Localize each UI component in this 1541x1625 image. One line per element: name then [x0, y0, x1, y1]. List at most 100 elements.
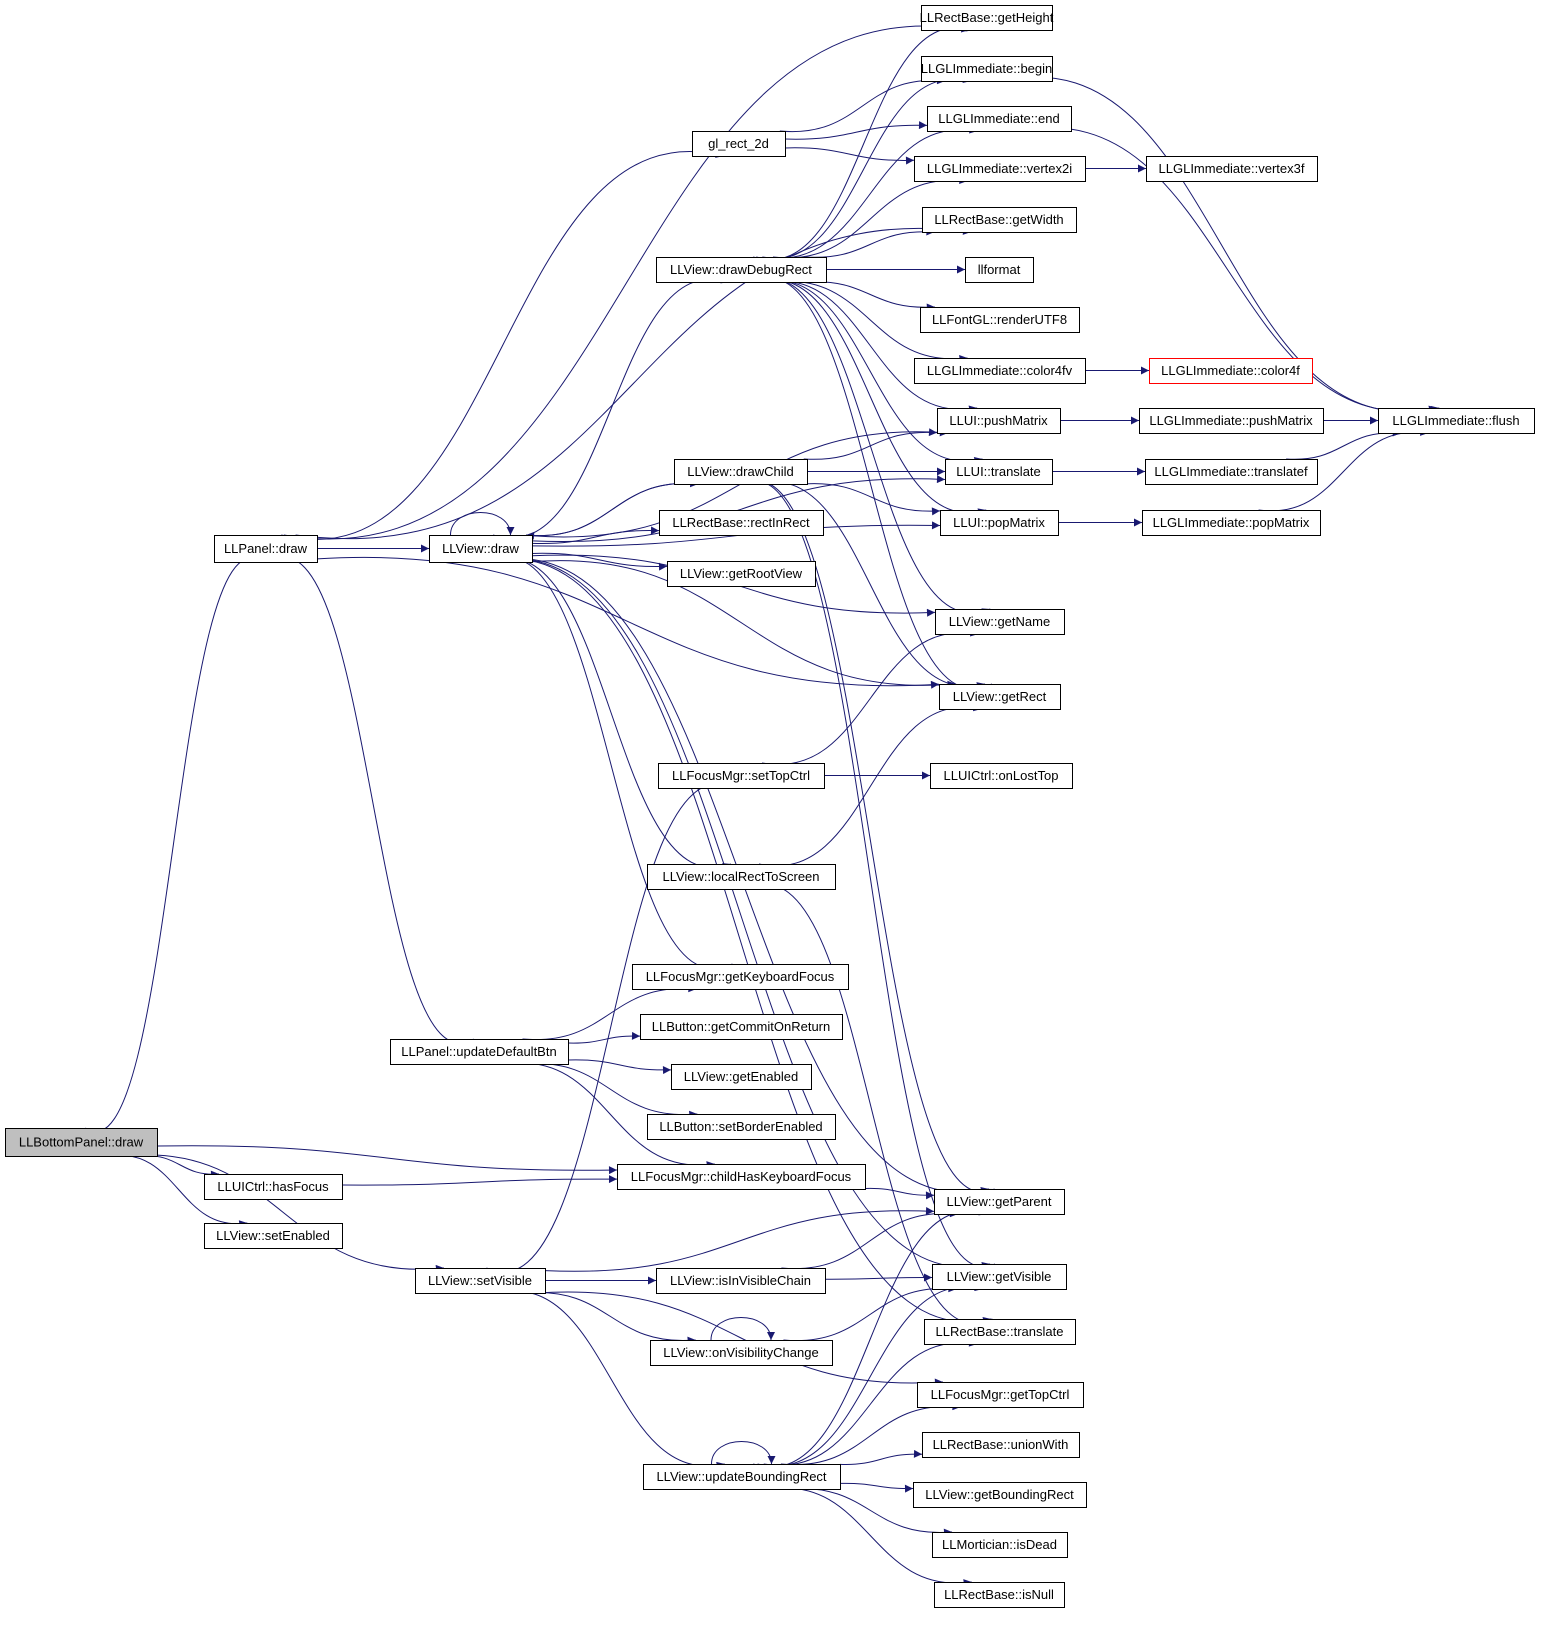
node-box [937, 408, 1061, 434]
node-view-drawchild[interactable]: LLView::drawChild [674, 459, 808, 485]
edge-view-drawchild-to-view-draw [526, 482, 699, 540]
node-view-localrecttoscreen[interactable]: LLView::localRectToScreen [647, 864, 836, 890]
node-box [214, 535, 318, 563]
node-box [922, 1432, 1080, 1458]
node-rect-unionwith[interactable]: LLRectBase::unionWith [922, 1432, 1080, 1458]
node-view-isinvisiblechain[interactable]: LLView::isInVisibleChain [656, 1268, 826, 1294]
node-ui-pushmatrix[interactable]: LLUI::pushMatrix [937, 408, 1061, 434]
node-uictrl-hasfocus[interactable]: LLUICtrl::hasFocus [204, 1174, 343, 1200]
node-box [914, 156, 1086, 182]
node-box [1378, 408, 1535, 434]
node-box [415, 1268, 546, 1294]
node-view-draw[interactable]: LLView::draw [429, 535, 533, 563]
node-view-getrect[interactable]: LLView::getRect [939, 684, 1061, 710]
node-label: LLFontGL::renderUTF8 [932, 312, 1067, 327]
node-focus-getkeyboardfocus[interactable]: LLFocusMgr::getKeyboardFocus [632, 964, 849, 990]
edge-view-draw-to-view-getrootview [531, 552, 668, 571]
node-uictrl-onlosttop[interactable]: LLUICtrl::onLostTop [930, 763, 1073, 789]
node-ui-translate[interactable]: LLUI::translate [945, 459, 1053, 485]
node-rect-isnull[interactable]: LLRectBase::isNull [934, 1582, 1065, 1608]
edge-view-isinvisiblechain-to-view-getparent [781, 1209, 959, 1270]
node-panel-draw[interactable]: LLPanel::draw [214, 535, 318, 563]
node-box [429, 535, 533, 563]
edge-view-drawdebugrect-to-ui-translate [756, 279, 983, 465]
node-box [204, 1174, 343, 1200]
node-view-getvisible[interactable]: LLView::getVisible [932, 1264, 1067, 1290]
node-focus-gettopctrl[interactable]: LLFocusMgr::getTopCtrl [917, 1382, 1084, 1408]
node-rect-translate[interactable]: LLRectBase::translate [924, 1319, 1076, 1345]
node-rect-getheight[interactable]: LLRectBase::getHeight [920, 5, 1054, 31]
node-box [934, 1582, 1065, 1608]
edge-view-draw-to-view-drawdebugrect [492, 275, 730, 539]
node-box [650, 1340, 833, 1366]
edge-view-drawdebugrect-to-ui-popmatrix [753, 278, 987, 517]
node-glimm-popmatrix[interactable]: LLGLImmediate::popMatrix [1142, 510, 1321, 536]
node-view-updateboundingrect[interactable]: LLView::updateBoundingRect [643, 1464, 841, 1490]
edge-uictrl-hasfocus-to-focus-childhaskeyboardfocus [341, 1175, 618, 1186]
node-layer: LLBottomPanel::draw LLPanel::drawLLUICtrl… [5, 5, 1535, 1608]
node-view-getname[interactable]: LLView::getName [935, 609, 1065, 635]
node-button-setborderenabled[interactable]: LLButton::setBorderEnabled [647, 1114, 836, 1140]
edge-panel-draw-to-rect-getheight [283, 24, 970, 540]
node-glimm-pushmatrix[interactable]: LLGLImmediate::pushMatrix [1139, 408, 1324, 434]
node-label: LLUI::pushMatrix [949, 413, 1048, 428]
edge-view-setvisible-to-focus-settopctrl [486, 780, 735, 1273]
edge-view-draw-to-focus-getkeyboardfocus [488, 557, 733, 972]
node-button-getcommitonreturn[interactable]: LLButton::getCommitOnReturn [640, 1014, 843, 1040]
node-glimm-vertex2i[interactable]: LLGLImmediate::vertex2i [914, 156, 1086, 182]
node-glimm-color4fv[interactable]: LLGLImmediate::color4fv [914, 358, 1086, 384]
node-box [930, 763, 1073, 789]
node-mortician-isdead[interactable]: LLMortician::isDead [932, 1532, 1068, 1558]
node-focus-settopctrl[interactable]: LLFocusMgr::setTopCtrl [658, 763, 825, 789]
node-view-drawdebugrect[interactable]: LLView::drawDebugRect [656, 257, 827, 283]
node-label: LLView::setVisible [428, 1273, 532, 1288]
node-box [204, 1223, 343, 1249]
edge-view-drawdebugrect-to-glimm-end [762, 125, 978, 260]
node-view-setvisible[interactable]: LLView::setVisible [415, 1268, 546, 1294]
node-label: LLView::drawChild [687, 464, 793, 479]
node-view-onvisibilitychange[interactable]: LLView::onVisibilityChange [650, 1340, 833, 1366]
node-glimm-color4f[interactable]: LLGLImmediate::color4f [1149, 358, 1313, 384]
node-glimm-translatef[interactable]: LLGLImmediate::translatef [1145, 459, 1318, 485]
node-view-getparent[interactable]: LLView::getParent [934, 1189, 1065, 1215]
node-box [643, 1464, 841, 1490]
node-view-getenabled[interactable]: LLView::getEnabled [671, 1064, 812, 1090]
node-box [1149, 358, 1313, 384]
node-view-setenabled[interactable]: LLView::setEnabled [204, 1223, 343, 1249]
node-box [939, 684, 1061, 710]
edge-panel-draw-to-gl-rect-2d [281, 150, 725, 540]
edge-view-draw-to-rect-rectinrect [531, 526, 660, 544]
node-ui-popmatrix[interactable]: LLUI::popMatrix [940, 510, 1059, 536]
edge-view-localrecttoscreen-to-rect-translate [747, 884, 993, 1327]
node-rect-rectinrect[interactable]: LLRectBase::rectInRect [659, 510, 824, 536]
node-gl-rect-2d[interactable]: gl_rect_2d [692, 131, 786, 157]
node-label: LLGLImmediate::flush [1392, 413, 1519, 428]
edge-view-draw-to-view-getrect [527, 560, 956, 689]
node-glimm-end[interactable]: LLGLImmediate::end [927, 106, 1072, 132]
node-box [917, 1382, 1084, 1408]
node-box [692, 131, 786, 157]
node-glimm-begin[interactable]: LLGLImmediate::begin [921, 56, 1053, 82]
node-glimm-flush[interactable]: LLGLImmediate::flush [1378, 408, 1535, 434]
node-label: LLButton::setBorderEnabled [659, 1119, 822, 1134]
edge-view-draw-to-view-localrecttoscreen [491, 558, 732, 871]
node-label: LLGLImmediate::vertex3f [1159, 161, 1305, 176]
node-panel-updatedefaultbtn[interactable]: LLPanel::updateDefaultBtn [390, 1039, 569, 1065]
node-view-getboundingrect[interactable]: LLView::getBoundingRect [913, 1482, 1087, 1508]
node-llformat[interactable]: llformat [965, 257, 1034, 283]
node-rect-getwidth[interactable]: LLRectBase::getWidth [922, 207, 1077, 233]
node-font-renderutf8[interactable]: LLFontGL::renderUTF8 [920, 307, 1080, 333]
node-view-getrootview[interactable]: LLView::getRootView [667, 561, 816, 587]
edge-bottom-draw-to-focus-childhaskeyboardfocus [156, 1145, 618, 1175]
node-box [667, 561, 816, 587]
node-label: LLUI::translate [956, 464, 1041, 479]
edge-bottom-draw-to-panel-draw [85, 554, 262, 1133]
edge-gl-rect-2d-to-glimm-begin [779, 76, 946, 133]
node-glimm-vertex3f[interactable]: LLGLImmediate::vertex3f [1146, 156, 1318, 182]
node-focus-childhaskeyboardfocus[interactable]: LLFocusMgr::childHasKeyboardFocus [617, 1164, 866, 1190]
node-box [913, 1482, 1087, 1508]
node-box [921, 5, 1053, 31]
node-bottom-draw[interactable]: LLBottomPanel::draw [5, 1128, 158, 1157]
edge-view-updateboundingrect-to-view-getboundingrect [839, 1482, 914, 1493]
